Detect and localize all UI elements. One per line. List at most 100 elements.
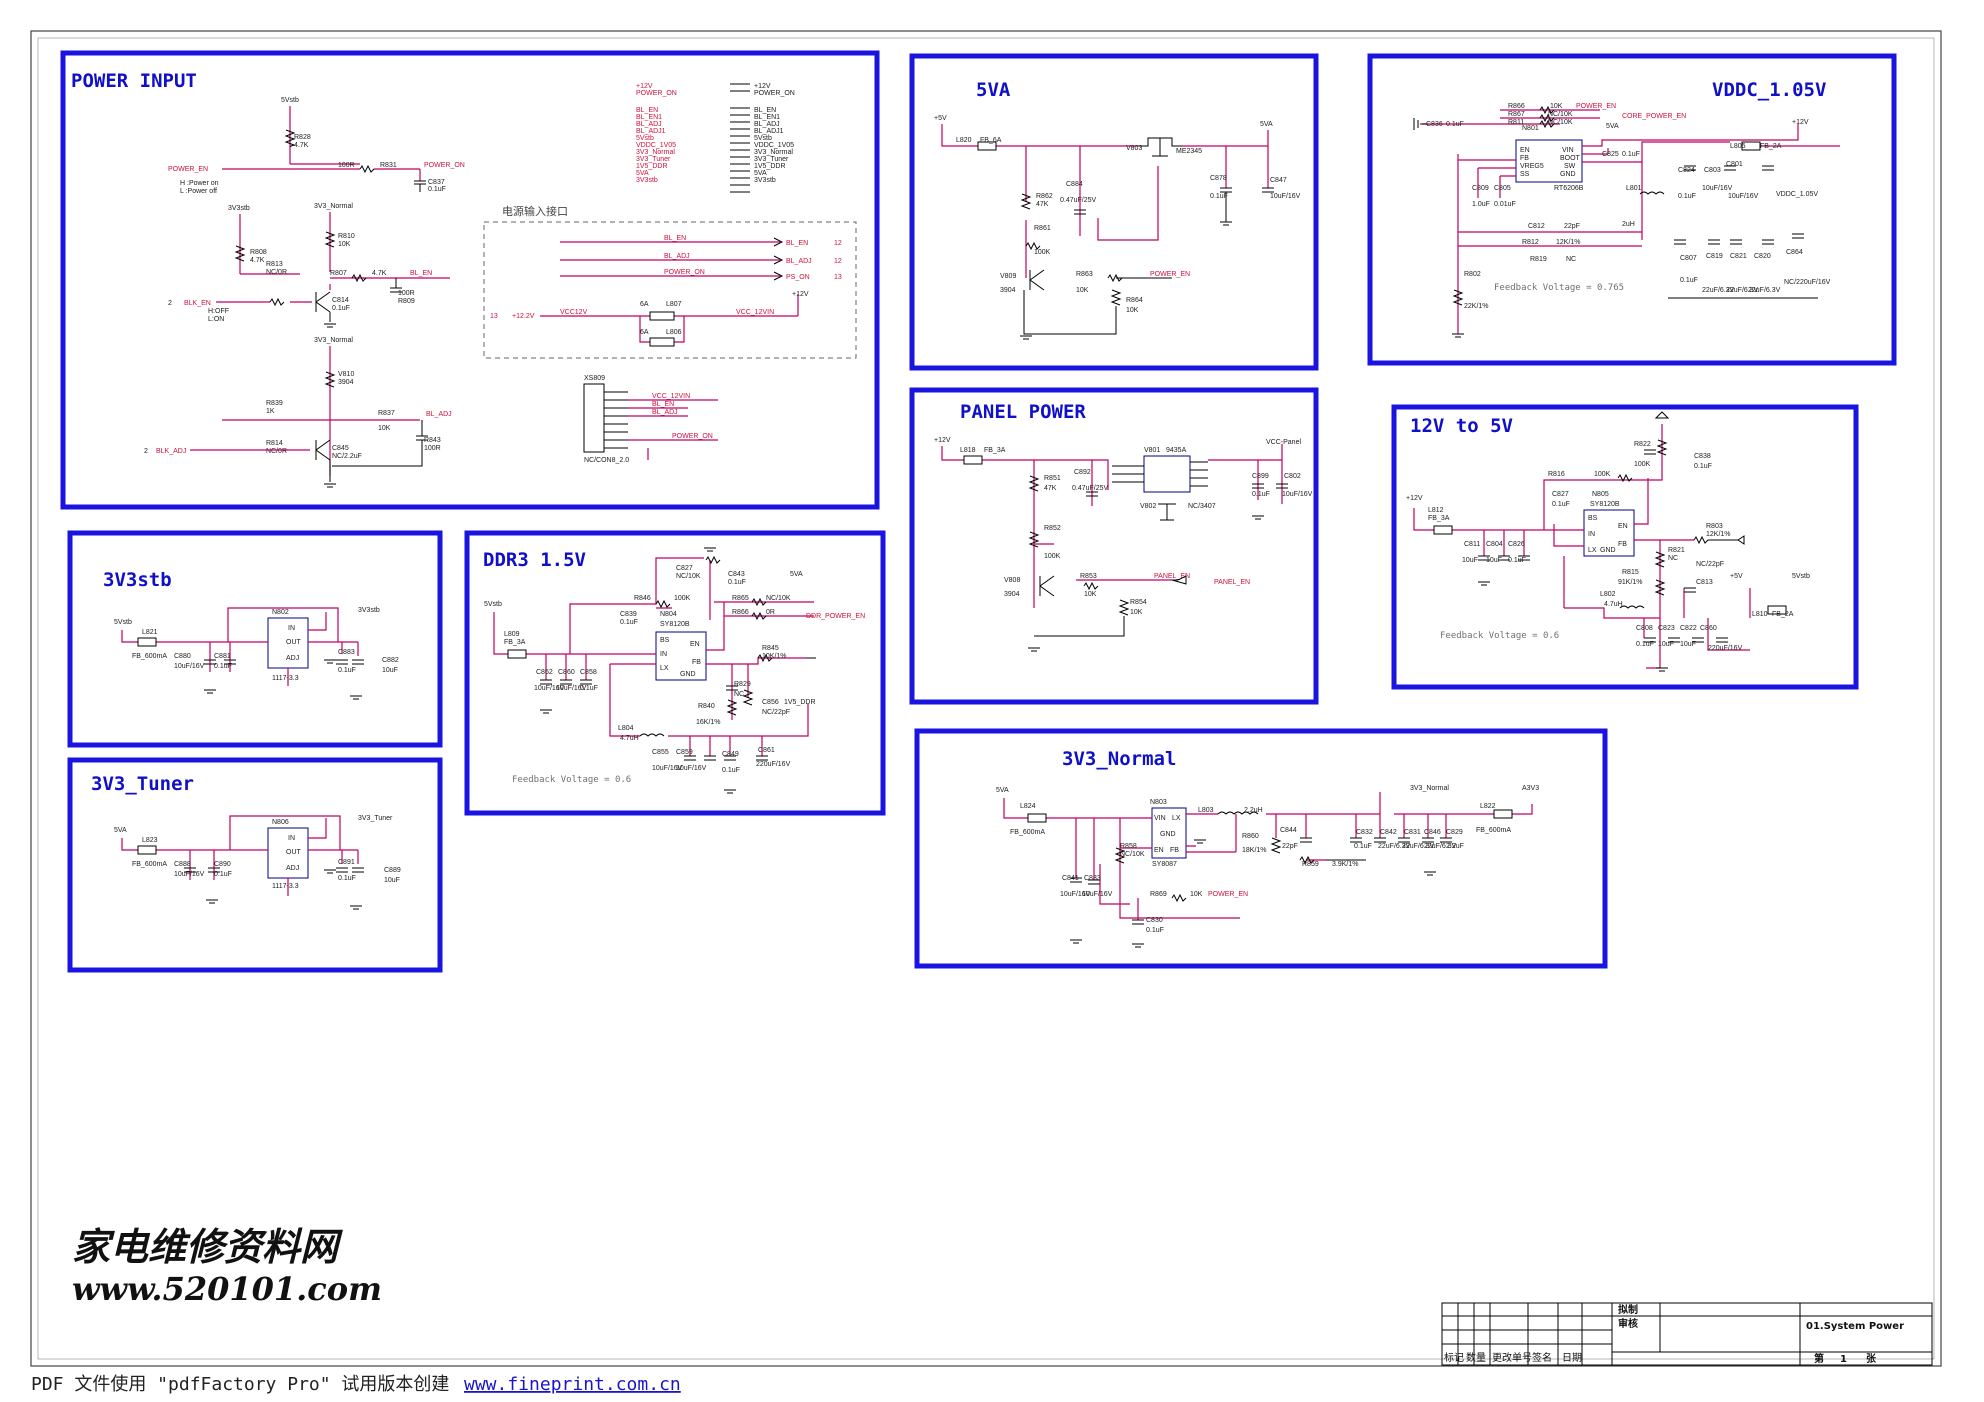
svg-text:FB_600mA: FB_600mA <box>132 861 167 868</box>
svg-text:22uF/6.3V: 22uF/6.3V <box>1702 287 1735 294</box>
svg-text:FB: FB <box>1170 847 1179 854</box>
svg-text:0.1uF: 0.1uF <box>1694 463 1712 470</box>
svg-text:POWER_EN: POWER_EN <box>1208 891 1248 898</box>
svg-text:BL_EN1: BL_EN1 <box>754 114 780 121</box>
svg-text:100K: 100K <box>1034 249 1051 256</box>
svg-text:C849: C849 <box>722 751 739 758</box>
svg-text:10K: 10K <box>378 425 391 432</box>
svg-text:C821: C821 <box>1730 253 1747 260</box>
svg-text:R808: R808 <box>250 249 267 256</box>
svg-text:C812: C812 <box>1528 223 1545 230</box>
svg-text:R859: R859 <box>1302 861 1319 868</box>
svg-text:L801: L801 <box>1626 185 1642 192</box>
svg-text:GND: GND <box>680 671 696 678</box>
svg-text:POWER_ON: POWER_ON <box>636 90 677 97</box>
svg-text:5Vstb: 5Vstb <box>281 97 299 104</box>
svg-text:10uF/16V: 10uF/16V <box>652 765 683 772</box>
svg-text:5VA: 5VA <box>996 787 1009 794</box>
svg-text:R810: R810 <box>338 233 355 240</box>
svg-text:16K/1%: 16K/1% <box>696 719 721 726</box>
svg-text:L804: L804 <box>618 725 634 732</box>
svg-text:BL_EN: BL_EN <box>636 107 658 114</box>
svg-text:10uF/16V: 10uF/16V <box>1082 891 1113 898</box>
svg-text:3V3stb: 3V3stb <box>636 177 658 184</box>
svg-text:10K: 10K <box>1550 103 1563 110</box>
svg-text:3V3stb: 3V3stb <box>358 607 380 614</box>
svg-text:RT6206B: RT6206B <box>1554 185 1584 192</box>
svg-text:5Vstb: 5Vstb <box>484 601 502 608</box>
footer-link[interactable]: www.fineprint.com.cn <box>464 1374 681 1395</box>
svg-text:R803: R803 <box>1706 523 1723 530</box>
svg-text:C889: C889 <box>384 867 401 874</box>
svg-text:0.1uF: 0.1uF <box>214 871 232 878</box>
svg-text:BL_EN1: BL_EN1 <box>636 114 662 121</box>
watermark-url: www.520101.com <box>72 1270 382 1308</box>
svg-text:C864: C864 <box>1786 249 1803 256</box>
svg-text:10uF/16V: 10uF/16V <box>1060 891 1091 898</box>
svg-text:BS: BS <box>1588 515 1598 522</box>
svg-text:0.1uF: 0.1uF <box>1636 641 1654 648</box>
svg-text:R809: R809 <box>398 298 415 305</box>
svg-text:NC/2.2uF: NC/2.2uF <box>332 453 362 460</box>
svg-text:L :Power off: L :Power off <box>180 188 217 195</box>
title-block-header: 数量 <box>1466 1351 1486 1364</box>
svg-text:5VA: 5VA <box>790 571 803 578</box>
svg-text:3904: 3904 <box>1000 287 1016 294</box>
svg-text:NC/22pF: NC/22pF <box>762 709 790 716</box>
svg-text:5VA: 5VA <box>1606 123 1619 130</box>
svg-text:4.7uH: 4.7uH <box>620 735 639 742</box>
svg-text:BL_ADJ1: BL_ADJ1 <box>754 128 784 135</box>
svg-text:+12V: +12V <box>1406 495 1423 502</box>
title-block-header: 更改单号 <box>1492 1351 1532 1364</box>
svg-text:3V3_Tuner: 3V3_Tuner <box>636 156 671 163</box>
svg-text:DDR_POWER_EN: DDR_POWER_EN <box>806 613 865 620</box>
svg-text:BL_EN: BL_EN <box>754 107 776 114</box>
svg-text:OUT: OUT <box>286 849 302 856</box>
svg-text:EN: EN <box>1154 847 1164 854</box>
svg-text:R866: R866 <box>1508 103 1525 110</box>
svg-text:ME2345: ME2345 <box>1176 148 1202 155</box>
drawing-frame-outer <box>30 30 1942 1367</box>
svg-text:10K: 10K <box>338 241 351 248</box>
svg-text:3V3_Tuner: 3V3_Tuner <box>754 156 789 163</box>
svg-text:C878: C878 <box>1210 175 1227 182</box>
svg-text:1117-3.3: 1117-3.3 <box>272 883 299 890</box>
svg-text:47K: 47K <box>1036 201 1049 208</box>
svg-text:2: 2 <box>168 300 172 307</box>
svg-text:4.7K: 4.7K <box>250 257 265 264</box>
svg-text:R867: R867 <box>1508 111 1525 118</box>
svg-text:C825: C825 <box>1602 151 1619 158</box>
svg-text:NC: NC <box>734 691 744 698</box>
svg-text:N802: N802 <box>272 609 289 616</box>
svg-text:L820: L820 <box>956 137 972 144</box>
svg-text:BL_ADJ1: BL_ADJ1 <box>636 128 666 135</box>
svg-text:IN: IN <box>288 625 295 632</box>
svg-text:V810: V810 <box>338 371 354 378</box>
block-title-3v3-normal: 3V3_Normal <box>1062 748 1176 770</box>
block-title-vddc: VDDC_1.05V <box>1712 79 1826 101</box>
svg-text:0.1uF: 0.1uF <box>1680 277 1698 284</box>
svg-text:R819: R819 <box>1530 256 1547 263</box>
svg-text:R843: R843 <box>424 437 441 444</box>
svg-text:22uF/6.3V: 22uF/6.3V <box>1748 287 1781 294</box>
svg-text:C813: C813 <box>1696 579 1713 586</box>
svg-text:电源输入接口: 电源输入接口 <box>502 204 568 218</box>
svg-text:C883: C883 <box>338 649 355 656</box>
title-block-header: 标记 <box>1444 1352 1464 1364</box>
drawing-frame-inner <box>37 37 1935 1360</box>
svg-text:PANEL_EN: PANEL_EN <box>1154 573 1190 580</box>
svg-text:9435A: 9435A <box>1166 447 1187 454</box>
svg-text:22uF/6.3V: 22uF/6.3V <box>1424 843 1457 850</box>
svg-text:100K: 100K <box>674 595 691 602</box>
svg-text:NC: NC <box>1566 256 1576 263</box>
svg-text:FB_600mA: FB_600mA <box>1476 827 1511 834</box>
svg-text:SY8120B: SY8120B <box>1590 501 1620 508</box>
svg-text:C858: C858 <box>580 669 597 676</box>
svg-text:10K: 10K <box>1084 591 1097 598</box>
block-12v-to-5v: 12V to 5V R822 100K C838 0.1uF +12V L812… <box>1391 404 1859 690</box>
svg-text:3V3stb: 3V3stb <box>228 205 250 212</box>
svg-text:C814: C814 <box>332 297 349 304</box>
svg-text:FB_3A: FB_3A <box>1428 515 1450 522</box>
svg-text:BLK_EN: BLK_EN <box>184 300 211 307</box>
svg-text:POWER_ON: POWER_ON <box>424 162 465 169</box>
